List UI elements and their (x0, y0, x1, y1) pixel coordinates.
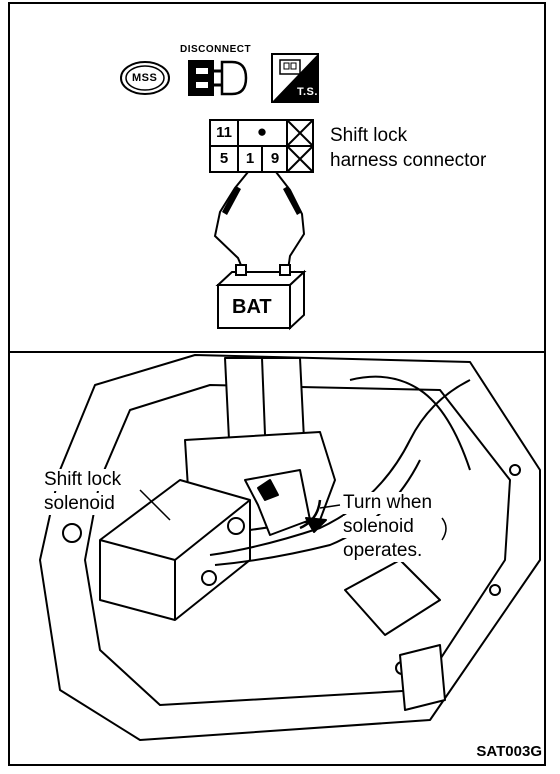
turn-callout-line1: Turn when (343, 492, 433, 514)
pin-9: 9 (270, 150, 280, 167)
probe-tips (222, 186, 302, 215)
connector-label-line1: Shift lock (330, 125, 408, 146)
pin-5: 5 (219, 150, 229, 167)
pin-dot: ● (256, 122, 268, 141)
disconnect-label: DISCONNECT (180, 44, 252, 55)
mss-icon (120, 61, 170, 95)
battery-label: BAT (232, 296, 272, 318)
connector-label-line2: harness connector (330, 150, 487, 171)
ts-label: T.S. (297, 86, 318, 98)
pin-11: 11 (216, 124, 232, 141)
ts-icon (271, 53, 319, 103)
mss-label: MSS (132, 72, 158, 84)
callout-leaders (139, 489, 447, 541)
solenoid-callout-line2: solenoid (44, 493, 115, 515)
disconnect-icon (188, 60, 248, 96)
figure-code: SAT003G (476, 743, 542, 760)
turn-callout-line2: solenoid (343, 516, 414, 538)
turn-callout-line3: operates. (343, 540, 423, 562)
battery-icon (215, 264, 307, 331)
console-sketch (39, 354, 541, 741)
pin-1: 1 (245, 150, 255, 167)
solenoid-callout-line1: Shift lock (44, 469, 122, 491)
figure-frame (8, 2, 546, 766)
harness-connector (209, 119, 314, 173)
probe-leads (213, 171, 306, 271)
